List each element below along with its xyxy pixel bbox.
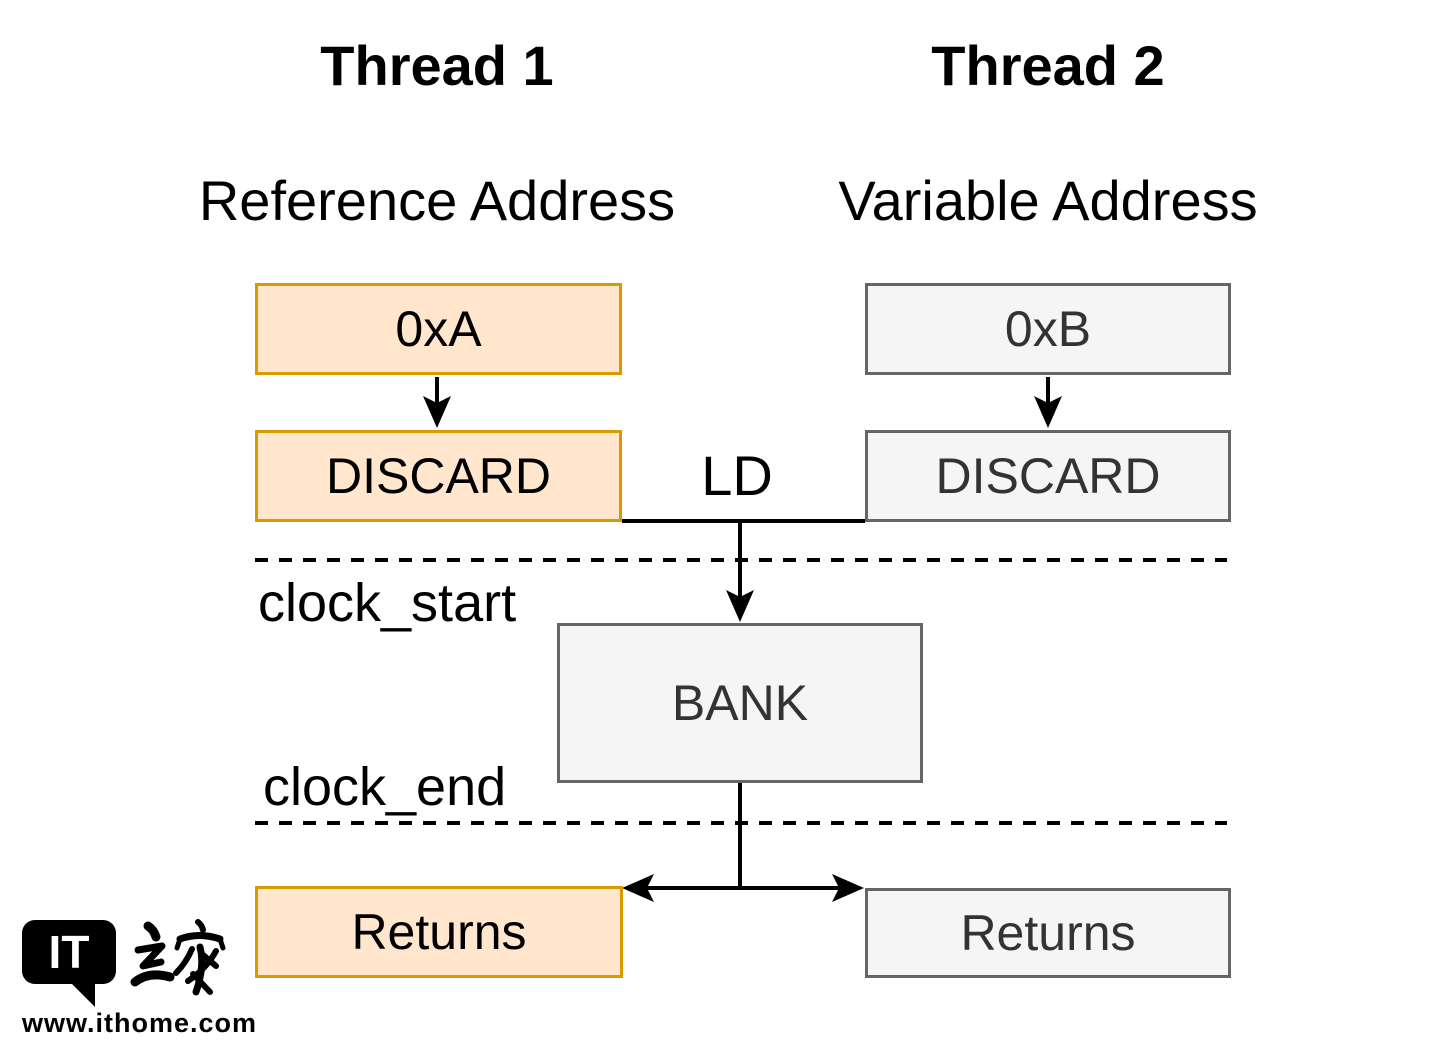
thread1-subtitle: Reference Address — [198, 169, 676, 232]
clock-start-label: clock_start — [258, 573, 517, 633]
thread2-title: Thread 2 — [931, 34, 1165, 97]
node-returns-thread2-label: Returns — [960, 905, 1136, 961]
ld-label: LD — [701, 444, 773, 507]
node-discard-thread2: DISCARD — [865, 430, 1231, 522]
arrowhead-returns-right — [832, 874, 864, 902]
arrowhead-0xa-to-discard — [423, 396, 451, 428]
ithome-url-text: www.ithome.com — [22, 1008, 258, 1038]
arrowhead-0xb-to-discard — [1034, 396, 1062, 428]
clock-end-label: clock_end — [263, 757, 507, 817]
thread1-title: Thread 1 — [320, 34, 554, 97]
node-bank-label: BANK — [671, 675, 809, 731]
ithome-watermark: IT www.ithome.com — [22, 916, 258, 1041]
ithome-logo-bubble: IT — [22, 920, 116, 1007]
node-returns-thread1: Returns — [255, 886, 623, 978]
ithome-logo-it-text: IT — [48, 926, 90, 978]
node-address-0xa-label: 0xA — [395, 301, 482, 357]
node-bank: BANK — [557, 623, 923, 783]
arrowhead-ld-to-bank — [726, 590, 754, 622]
node-returns-thread2: Returns — [865, 888, 1231, 978]
thread2-subtitle: Variable Address — [838, 169, 1258, 232]
node-discard-thread1-label: DISCARD — [325, 448, 552, 504]
node-discard-thread1: DISCARD — [255, 430, 622, 522]
node-address-0xb: 0xB — [865, 283, 1231, 375]
ithome-cjk-logo-icon — [130, 919, 226, 996]
node-address-0xa: 0xA — [255, 283, 622, 375]
node-discard-thread2-label: DISCARD — [935, 448, 1161, 504]
node-address-0xb-label: 0xB — [1004, 301, 1092, 357]
arrowhead-returns-left — [622, 874, 654, 902]
node-returns-thread1-label: Returns — [351, 904, 527, 960]
